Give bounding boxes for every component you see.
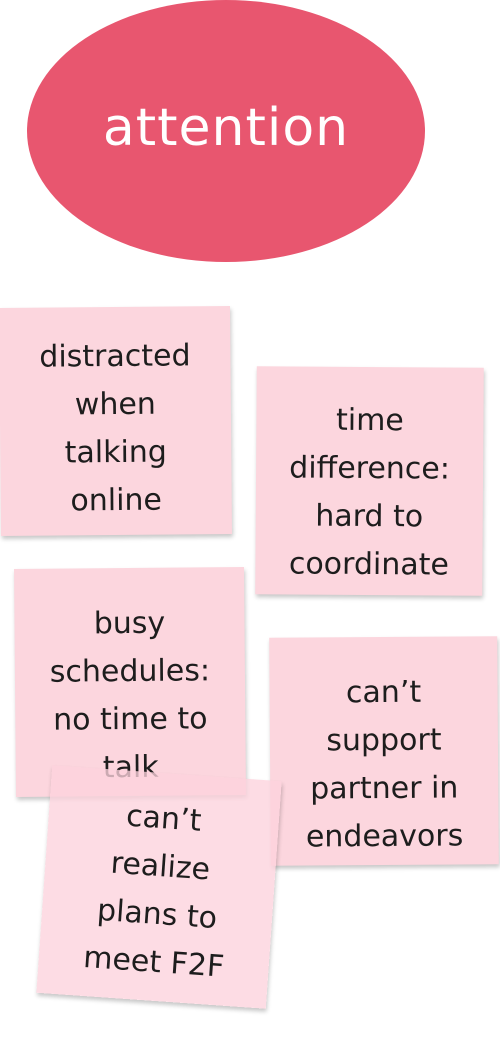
topic-title: attention [102, 98, 350, 158]
note-text: can’t support partner in endeavors [305, 668, 464, 861]
note-text: time difference: hard to coordinate [288, 396, 450, 589]
note-line: support [326, 722, 442, 759]
note-line: partner in [310, 770, 459, 807]
note-line: hard to [315, 498, 424, 535]
note-line: no time to [53, 701, 208, 738]
note-line: can’t [345, 674, 422, 711]
note-line: endeavors [305, 818, 464, 855]
sticky-note-meet-f2f[interactable]: can’t realize plans to meet F2F [36, 765, 282, 1009]
note-line: schedules: [49, 653, 211, 690]
note-line: coordinate [288, 546, 450, 583]
sticky-note-support-partner[interactable]: can’t support partner in endeavors [269, 636, 499, 866]
note-line: when [74, 386, 157, 423]
attention-topic-oval: attention [27, 0, 425, 262]
note-line: talking [64, 434, 168, 471]
note-text: can’t realize plans to meet F2F [82, 790, 236, 991]
sticky-note-distracted[interactable]: distracted when talking online [0, 305, 232, 537]
note-line: time [335, 402, 404, 439]
sticky-note-busy-schedules[interactable]: busy schedules: no time to talk [14, 567, 246, 797]
note-line: distracted [39, 338, 191, 375]
note-line: busy [93, 605, 166, 642]
note-line: meet F2F [82, 939, 226, 985]
note-text: distracted when talking online [39, 332, 192, 525]
sticky-note-time-difference[interactable]: time difference: hard to coordinate [255, 366, 484, 596]
note-text: busy schedules: no time to talk [49, 599, 211, 792]
note-line: online [70, 482, 163, 519]
note-line: difference: [289, 450, 451, 487]
